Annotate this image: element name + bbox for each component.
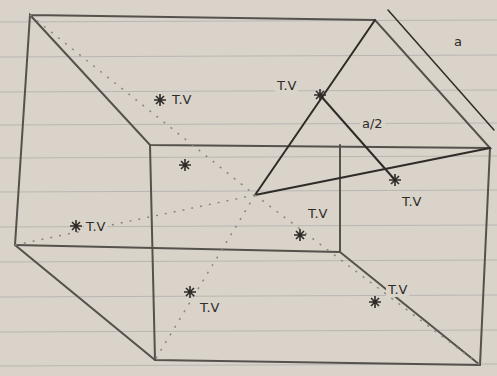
triangle bbox=[255, 10, 494, 195]
dimension-label: a/2 bbox=[360, 116, 385, 131]
void-label: T.V bbox=[400, 194, 423, 209]
void-label: T.V bbox=[275, 78, 298, 93]
void-label: T.V bbox=[386, 282, 409, 297]
void-stars bbox=[70, 89, 401, 308]
void-label: T.V bbox=[170, 92, 193, 107]
void-label: T.V bbox=[84, 219, 107, 234]
void-label: T.V bbox=[198, 300, 221, 315]
dimension-label: a bbox=[452, 34, 464, 49]
dashed-diagonals bbox=[15, 15, 480, 365]
cube-edges bbox=[15, 15, 490, 365]
void-label: T.V bbox=[306, 206, 329, 221]
